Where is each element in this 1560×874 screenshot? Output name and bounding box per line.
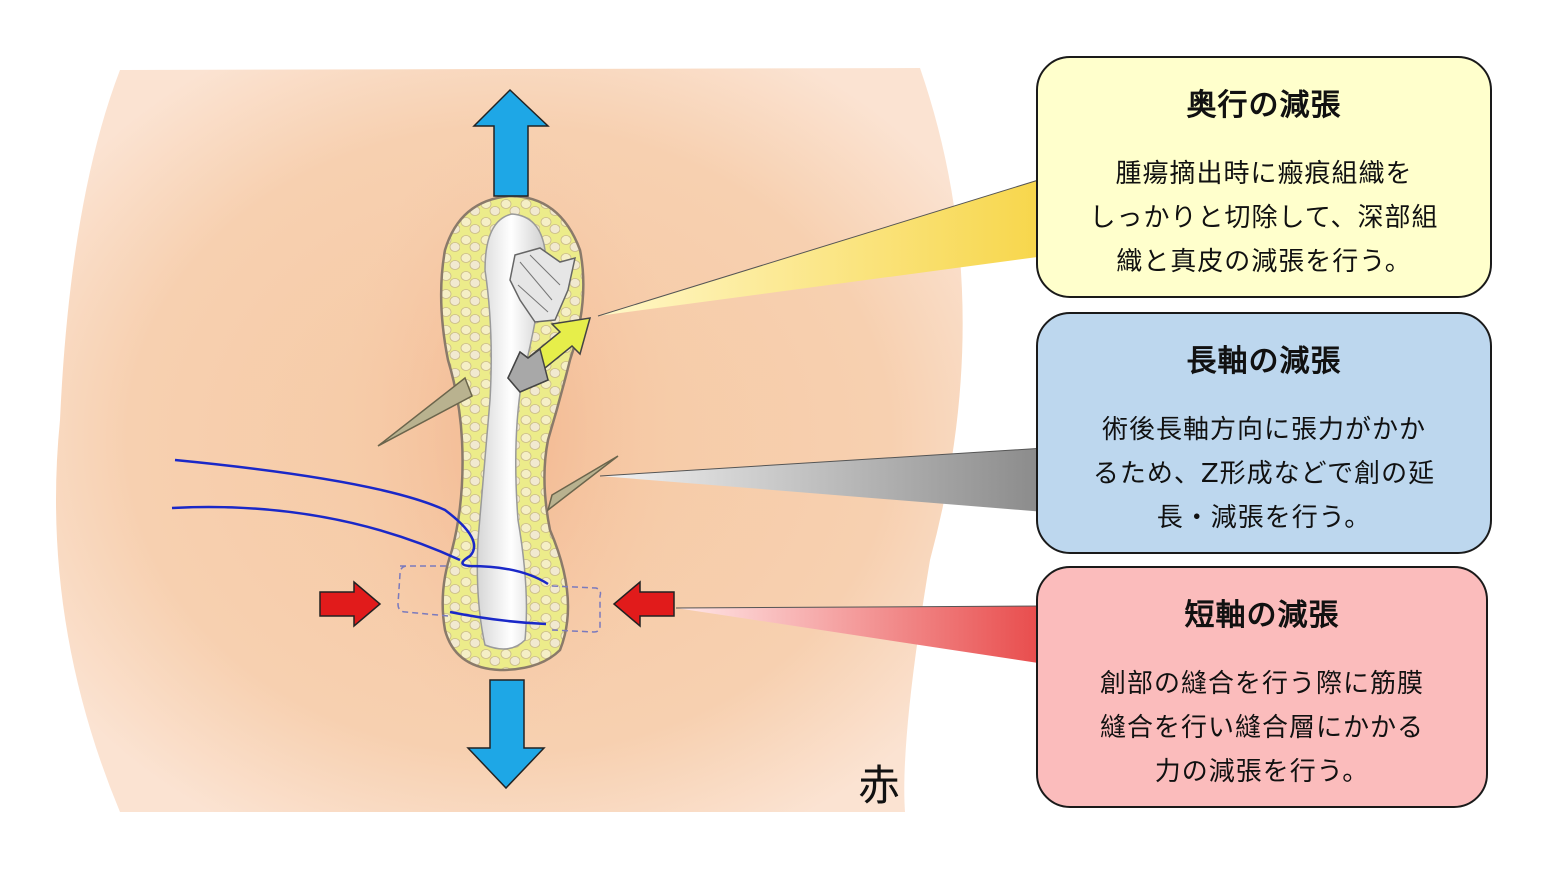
- short-axis-callout-pointer: [676, 606, 1045, 664]
- depth-tension-callout: 奥行の減張 腫瘍摘出時に瘢痕組織を しっかりと切除して、深部組 織と真皮の減張を…: [1036, 56, 1492, 298]
- z-flap-upper: [377, 376, 473, 447]
- long-axis-callout-pointer: [600, 448, 1045, 512]
- long-axis-tension-callout: 長軸の減張 術後長軸方向に張力がかか るため、Z形成などで創の延 長・減張を行う…: [1036, 312, 1492, 554]
- wound: [377, 194, 619, 672]
- signature-icon: 赤: [858, 761, 900, 810]
- suture-line-lower: [171, 505, 547, 626]
- suture-line-upper: [174, 458, 549, 586]
- up-arrow-icon: [472, 88, 550, 197]
- depth-arrow-icon: [507, 317, 592, 393]
- down-arrow-icon: [466, 679, 546, 790]
- left-arrow-icon: [612, 580, 675, 628]
- short-axis-tension-callout: 短軸の減張 創部の縫合を行う際に筋膜 縫合を行い縫合層にかかる 力の減張を行う。: [1036, 566, 1488, 808]
- long-axis-tension-text: 術後長軸方向に張力がかか るため、Z形成などで創の延 長・減張を行う。: [1092, 415, 1436, 533]
- long-axis-tension-title: 長軸の減張: [1186, 344, 1342, 379]
- right-arrow-icon: [319, 580, 382, 628]
- short-axis-tension-title: 短軸の減張: [1184, 598, 1340, 633]
- depth-tension-title: 奥行の減張: [1186, 88, 1342, 123]
- z-flap-lower: [546, 455, 619, 512]
- short-axis-tension-text: 創部の縫合を行う際に筋膜 縫合を行い縫合層にかかる 力の減張を行う。: [1099, 669, 1424, 787]
- depth-tension-text: 腫瘍摘出時に瘢痕組織を しっかりと切除して、深部組 織と真皮の減張を行う。: [1089, 159, 1439, 277]
- fascia-suture-box: [397, 565, 602, 633]
- wound-core: [476, 213, 546, 650]
- scar-tissue: [509, 247, 576, 323]
